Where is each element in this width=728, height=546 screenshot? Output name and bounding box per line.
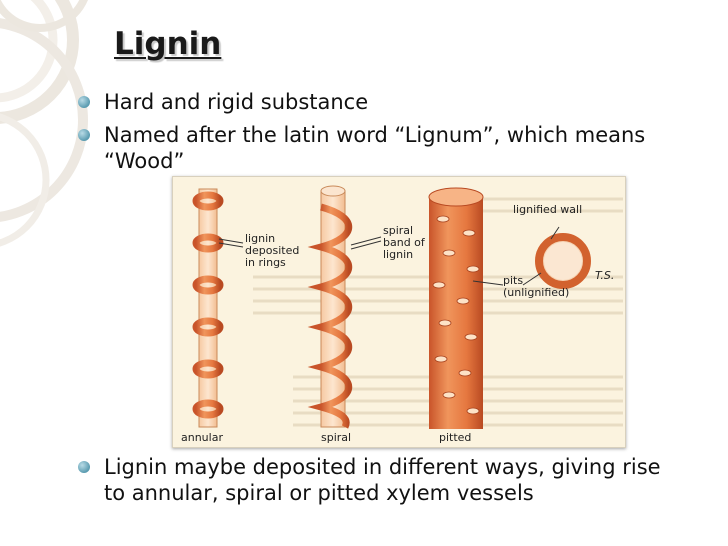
bullet-item: Lignin maybe deposited in different ways… xyxy=(78,454,678,506)
annular-vessel xyxy=(192,188,224,428)
pits-label: pits (unlignified) xyxy=(503,274,570,299)
bullet-icon xyxy=(78,96,90,108)
bullet-item: Named after the latin word “Lignum”, whi… xyxy=(78,122,678,174)
bullet-text: Named after the latin word “Lignum”, whi… xyxy=(104,123,646,173)
xylem-vessels-diagram: lignin deposited in rings spiral band of… xyxy=(172,176,626,448)
slide-title: Lignin xyxy=(114,26,222,62)
spiral-caption: spiral xyxy=(321,431,352,444)
annular-caption: annular xyxy=(181,431,223,444)
annular-note-label: lignin deposited in rings xyxy=(245,232,300,269)
pitted-caption: pitted xyxy=(439,431,472,444)
bullet-icon xyxy=(78,461,90,473)
label-pointers xyxy=(218,226,560,286)
pitted-vessel xyxy=(428,187,484,429)
ts-label: T.S. xyxy=(595,269,615,282)
bullet-item: Hard and rigid substance xyxy=(78,89,678,115)
transverse-section xyxy=(535,233,591,289)
bullet-icon xyxy=(78,129,90,141)
lignified-wall-label: lignified wall xyxy=(513,203,583,216)
spiral-vessel xyxy=(307,185,353,429)
spiral-note-label: spiral band of lignin xyxy=(383,224,425,261)
bullet-text: Hard and rigid substance xyxy=(104,90,369,114)
bullet-text: Lignin maybe deposited in different ways… xyxy=(104,455,661,505)
